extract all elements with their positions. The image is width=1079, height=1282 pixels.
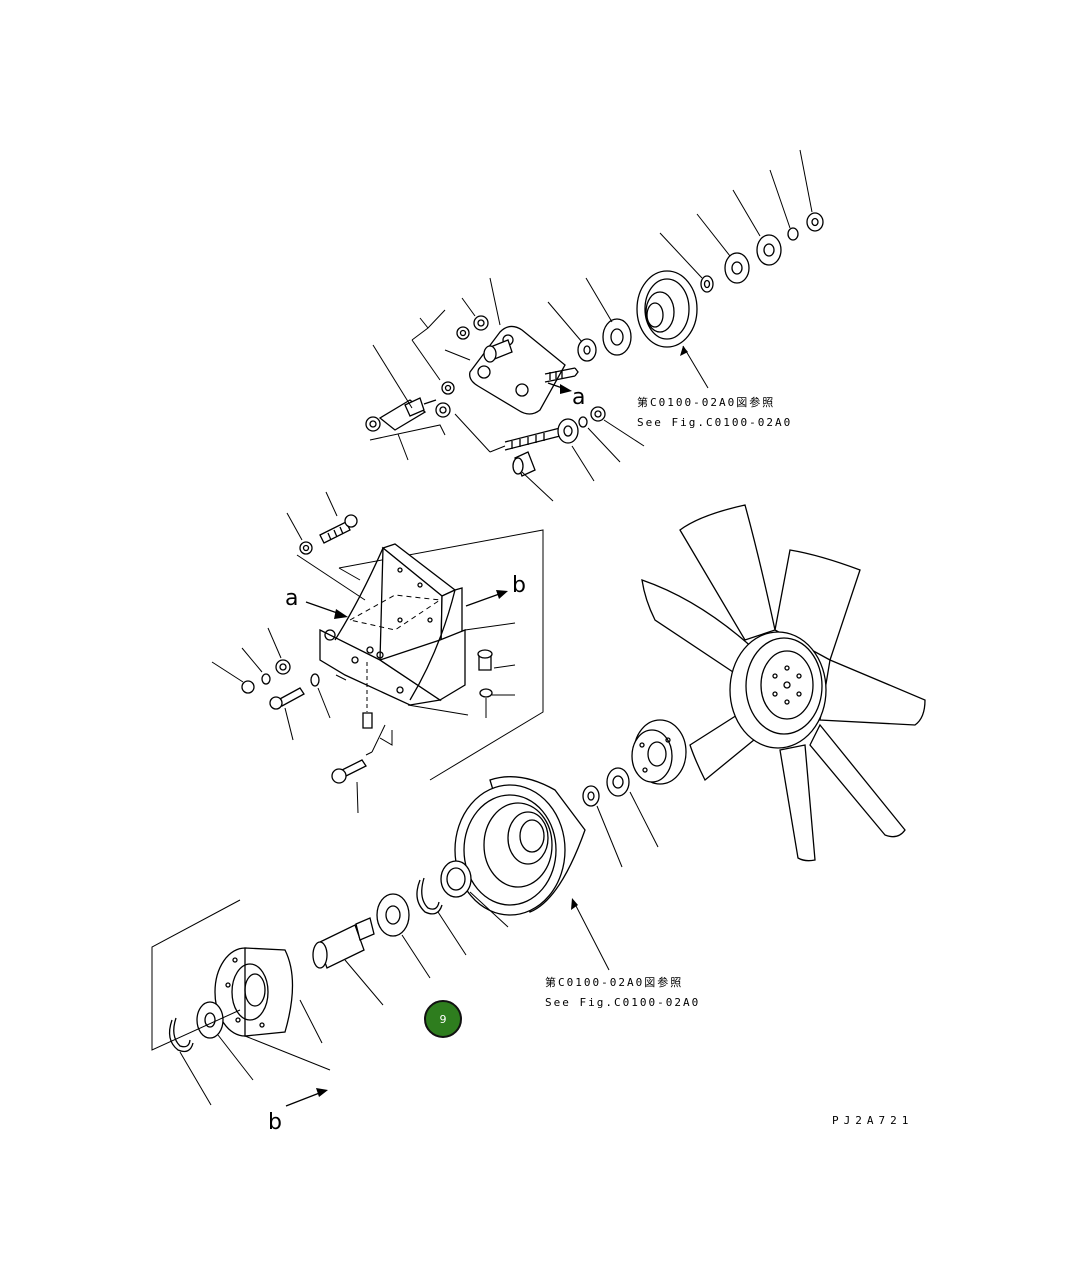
fig-reference-upper-en: See Fig.C0100-02A0 (637, 416, 793, 429)
view-letter-a-lower: a (285, 586, 299, 611)
fig-reference-lower: 第C0100-02A0図参照 See Fig.C0100-02A0 (545, 973, 700, 1013)
drawing-code: PJ2A721 (832, 1114, 914, 1127)
fig-reference-upper-jp: 第C0100-02A0図参照 (637, 396, 776, 409)
view-arrow-a-lower (305, 601, 348, 619)
bracket-fasteners (241, 514, 493, 784)
cooling-fan (641, 504, 926, 862)
mounting-bracket (319, 529, 544, 781)
view-letter-b-upper: b (512, 573, 526, 598)
view-arrow-b-upper (465, 590, 508, 607)
fig-reference-lower-en: See Fig.C0100-02A0 (545, 996, 701, 1009)
lower-frame-lines (151, 899, 331, 1071)
view-letter-b-lower: b (268, 1110, 282, 1135)
upper-pulley-group (577, 212, 824, 362)
upper-leader-lines (372, 149, 813, 502)
fig-reference-upper: 第C0100-02A0図参照 See Fig.C0100-02A0 (637, 393, 792, 433)
part-callout-hotspot[interactable]: 9 (424, 1000, 462, 1038)
tensioner-assembly (365, 309, 606, 477)
bracket-leader-lines (211, 491, 516, 814)
view-letter-a-upper: a (572, 385, 586, 410)
view-arrow-b-lower (285, 1088, 328, 1107)
view-arrow-a-upper (547, 382, 572, 394)
lower-leader-lines (179, 791, 659, 1106)
fig-reference-lower-jp: 第C0100-02A0図参照 (545, 976, 684, 989)
